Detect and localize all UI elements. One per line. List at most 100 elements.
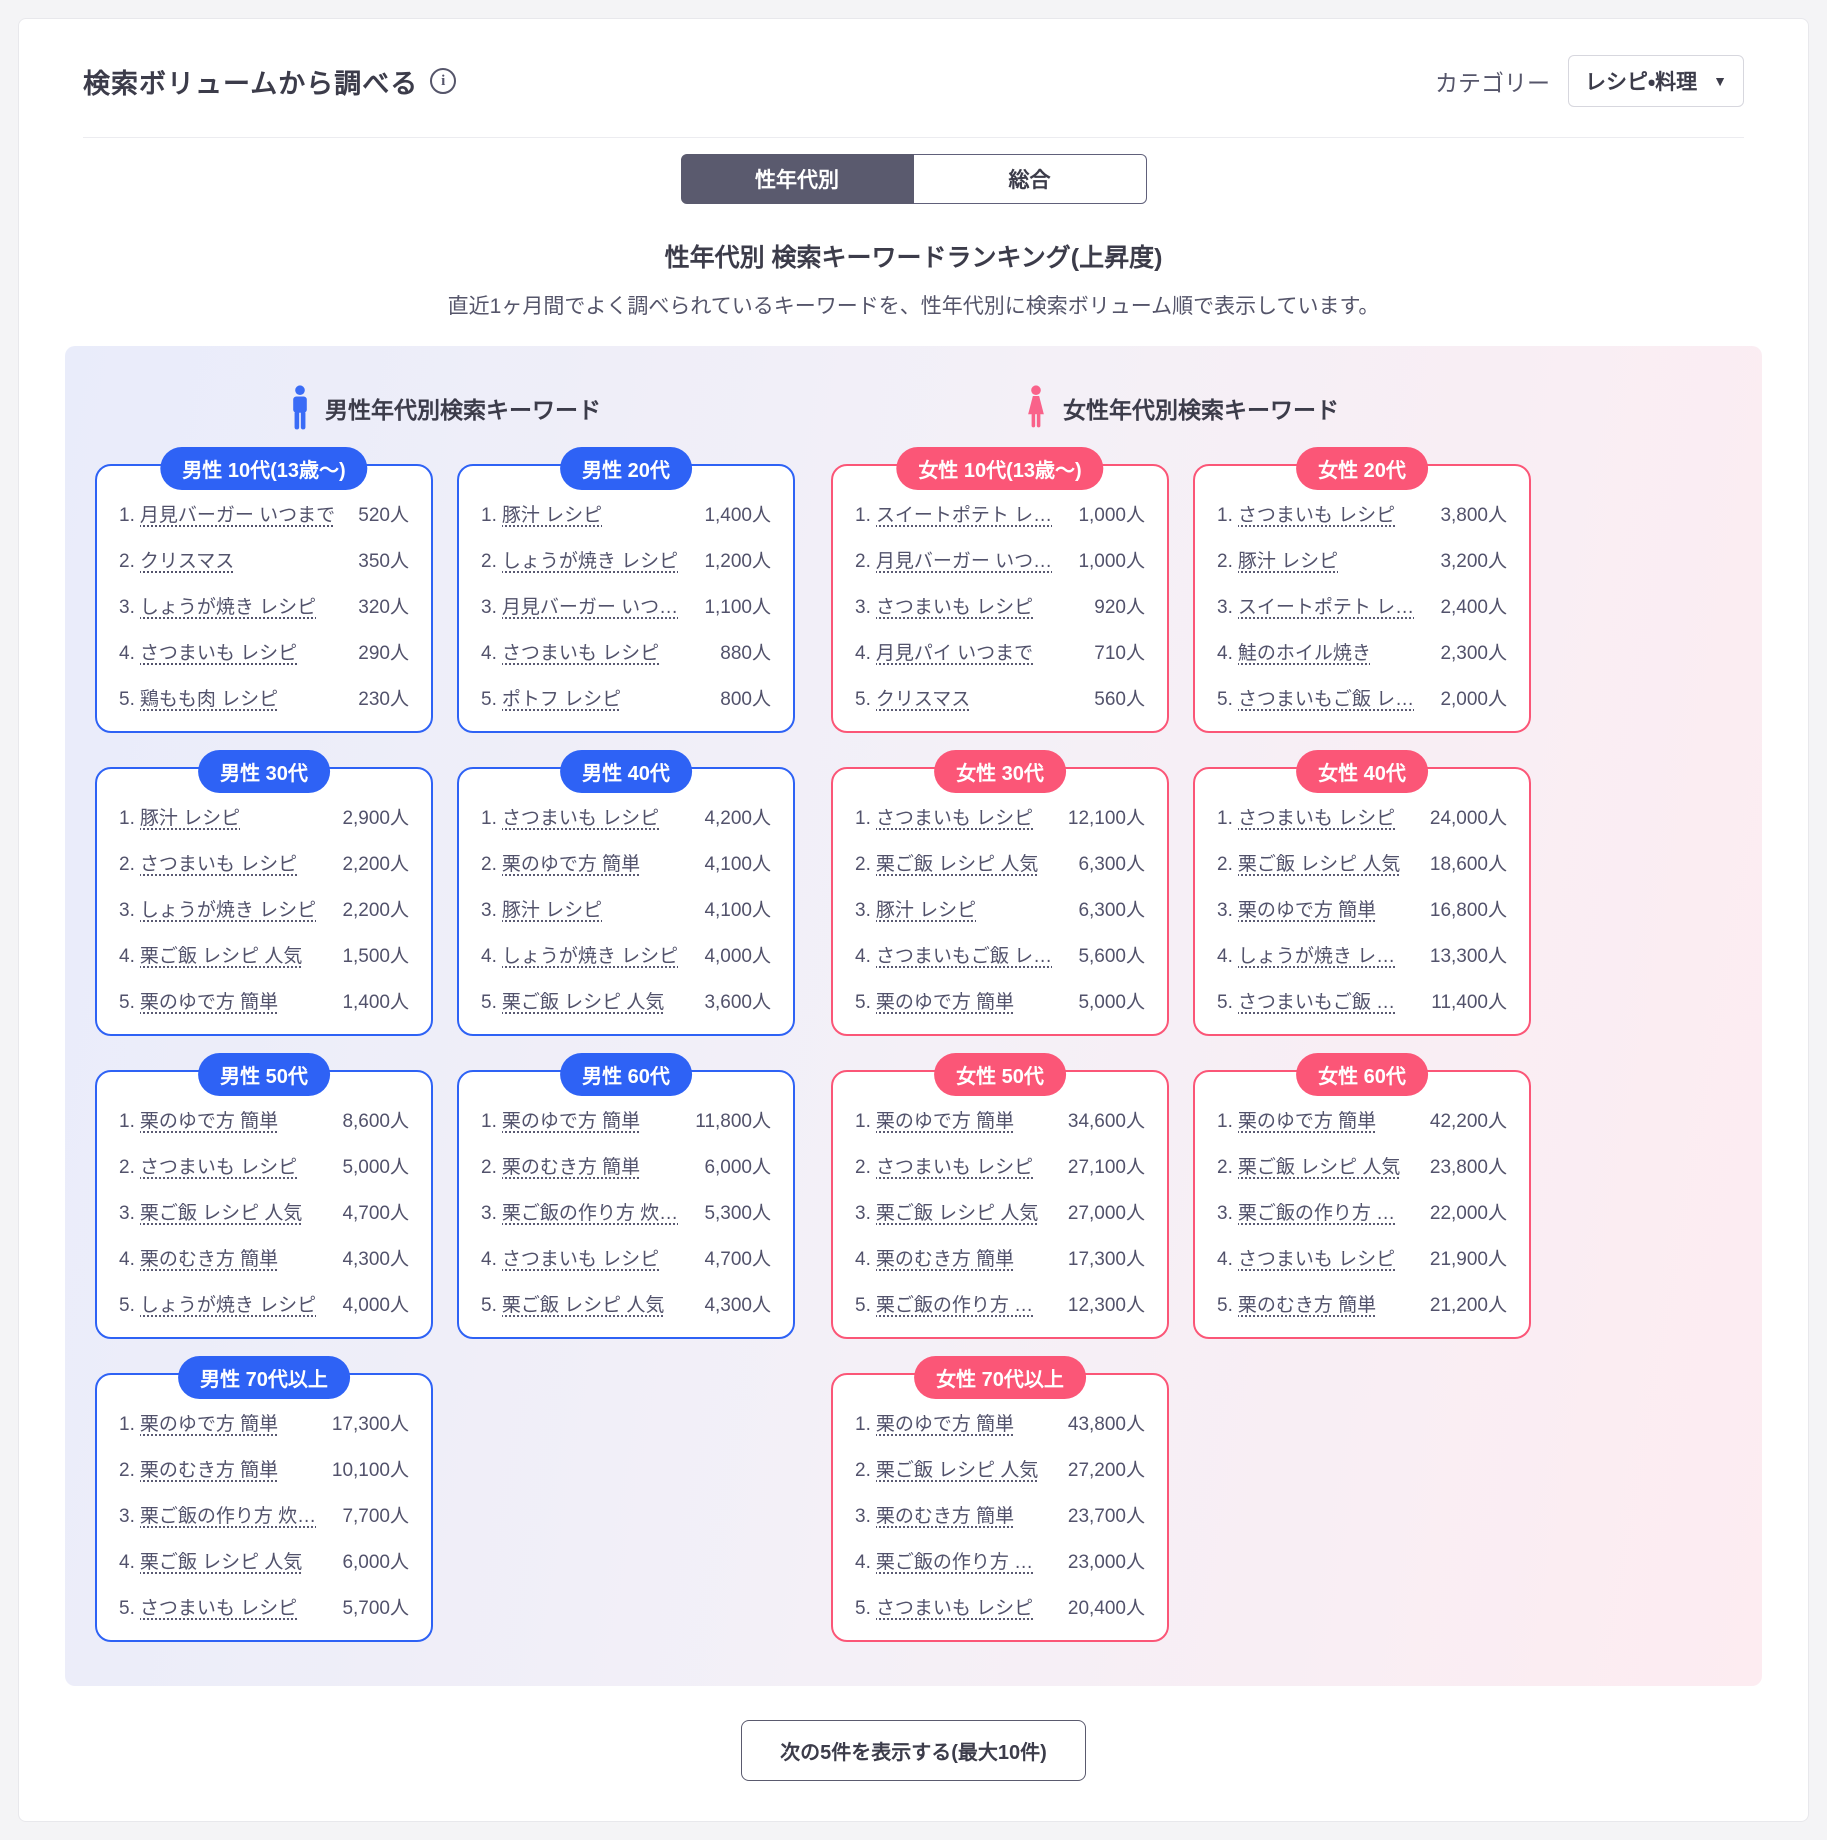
keyword-link[interactable]: 栗のゆで方 簡単 (139, 1111, 279, 1132)
keyword-link[interactable]: 豚汁 レシピ (501, 900, 603, 921)
keyword-link[interactable]: スイートポテト レ… (875, 505, 1053, 526)
age-group-badge: 男性 20代 (560, 447, 692, 490)
keyword-link[interactable]: 栗のむき方 簡単 (875, 1249, 1015, 1270)
keyword-link[interactable]: さつまいも レシピ (875, 808, 1034, 829)
keyword-link[interactable]: さつまいも レシピ (501, 1249, 660, 1270)
rank-number: 4. (855, 946, 871, 967)
keyword-link[interactable]: 栗のゆで方 簡単 (875, 1111, 1015, 1132)
rank-number: 3. (1217, 1203, 1233, 1224)
keyword-link[interactable]: 栗ご飯 レシピ 人気 (501, 1295, 665, 1316)
search-volume-value: 560人 (1094, 689, 1145, 710)
tab-by-gender-age[interactable]: 性年代別 (680, 154, 914, 204)
tab-overall[interactable]: 総合 (913, 154, 1147, 204)
keyword-link[interactable]: 栗のむき方 簡単 (139, 1460, 279, 1481)
keyword-link[interactable]: しょうが焼き レシピ (139, 1295, 317, 1316)
keyword-link[interactable]: 栗のゆで方 簡単 (1237, 900, 1377, 921)
keyword-link[interactable]: 栗ご飯 レシピ 人気 (875, 1203, 1039, 1224)
keyword-link[interactable]: 栗ご飯の作り方 … (875, 1552, 1034, 1573)
keyword-link[interactable]: しょうが焼き レシピ (501, 946, 679, 967)
search-volume-value: 34,600人 (1067, 1111, 1145, 1132)
keyword-link[interactable]: さつまいもご飯 … (1237, 992, 1396, 1013)
keyword-link[interactable]: 栗ご飯の作り方 … (875, 1295, 1034, 1316)
keyword-link[interactable]: 栗のゆで方 簡単 (875, 1414, 1015, 1435)
keyword-link[interactable]: さつまいも レシピ (875, 1157, 1034, 1178)
keyword-link[interactable]: 豚汁 レシピ (1237, 551, 1339, 572)
rank-number: 1. (481, 808, 497, 829)
keyword-link[interactable]: 栗のむき方 簡単 (1237, 1295, 1377, 1316)
keyword-link[interactable]: さつまいも レシピ (501, 808, 660, 829)
keyword-link[interactable]: 鶏もも肉 レシピ (139, 689, 279, 710)
keyword-link[interactable]: 栗のゆで方 簡単 (1237, 1111, 1377, 1132)
rank-number: 3. (119, 597, 135, 618)
keyword-link[interactable]: 豚汁 レシピ (875, 900, 977, 921)
keyword-link[interactable]: しょうが焼き レシピ (501, 551, 679, 572)
keyword-link[interactable]: 栗ご飯 レシピ 人気 (1237, 1157, 1401, 1178)
keyword-link[interactable]: 栗ご飯の作り方 炊… (501, 1203, 679, 1224)
category-control: カテゴリー レシピ・料理 ▼ (1435, 55, 1744, 107)
keyword-link[interactable]: さつまいもご飯 レ… (1237, 689, 1415, 710)
keyword-link[interactable]: クリスマス (875, 689, 971, 710)
search-volume-value: 21,900人 (1429, 1249, 1507, 1270)
keyword-link[interactable]: 栗のゆで方 簡単 (875, 992, 1015, 1013)
keyword-link[interactable]: 栗のむき方 簡単 (875, 1506, 1015, 1527)
search-volume-value: 520人 (358, 505, 409, 526)
keyword-link[interactable]: さつまいも レシピ (1237, 808, 1396, 829)
keyword-link[interactable]: 栗ご飯 レシピ 人気 (875, 1460, 1039, 1481)
keyword-link[interactable]: 栗のむき方 簡単 (139, 1249, 279, 1270)
age-group-badge: 女性 70代以上 (914, 1356, 1086, 1399)
rank-number: 5. (1217, 992, 1233, 1013)
age-group-badge: 女性 50代 (934, 1053, 1066, 1096)
keyword-link[interactable]: さつまいも レシピ (139, 1157, 298, 1178)
keyword-link[interactable]: さつまいも レシピ (139, 643, 298, 664)
keyword-link[interactable]: 栗のゆで方 簡単 (501, 854, 641, 875)
keyword-link[interactable]: 栗ご飯の作り方 炊… (139, 1506, 317, 1527)
keyword-link[interactable]: しょうが焼き レシピ (139, 597, 317, 618)
keyword-link[interactable]: 豚汁 レシピ (139, 808, 241, 829)
keyword-link[interactable]: さつまいも レシピ (139, 854, 298, 875)
rank-number: 2. (119, 1460, 135, 1481)
rank-number: 5. (119, 1598, 135, 1619)
ranking-row: 1.スイートポテト レ…1,000人 (855, 500, 1145, 527)
keyword-link[interactable]: 栗ご飯 レシピ 人気 (139, 946, 303, 967)
keyword-link[interactable]: ポトフ レシピ (501, 689, 622, 710)
info-icon[interactable]: i (430, 68, 457, 94)
category-select[interactable]: レシピ・料理 ▼ (1568, 55, 1744, 107)
keyword-link[interactable]: 栗ご飯 レシピ 人気 (1237, 854, 1401, 875)
keyword-link[interactable]: さつまいも レシピ (501, 643, 660, 664)
keyword-link[interactable]: さつまいも レシピ (1237, 505, 1396, 526)
keyword-link[interactable]: 月見パイ いつまで (875, 643, 1034, 664)
keyword-link[interactable]: 豚汁 レシピ (501, 505, 603, 526)
keyword-link[interactable]: 月見バーガー いつ… (875, 551, 1053, 572)
keyword-link[interactable]: しょうが焼き レシピ (139, 900, 317, 921)
show-more-button[interactable]: 次の5件を表示する(最大10件) (741, 1720, 1086, 1781)
keyword-link[interactable]: さつまいも レシピ (139, 1598, 298, 1619)
keyword-link[interactable]: 栗ご飯の作り方 … (1237, 1203, 1396, 1224)
keyword-link[interactable]: 栗のゆで方 簡単 (501, 1111, 641, 1132)
keyword-link[interactable]: 栗のむき方 簡単 (501, 1157, 641, 1178)
keyword-link[interactable]: 栗ご飯 レシピ 人気 (501, 992, 665, 1013)
keyword-link[interactable]: 栗ご飯 レシピ 人気 (875, 854, 1039, 875)
page-title: 検索ボリュームから調べる (83, 68, 419, 99)
keyword-link[interactable]: しょうが焼き レ… (1237, 946, 1396, 967)
keyword-link[interactable]: さつまいも レシピ (1237, 1249, 1396, 1270)
keyword-link[interactable]: さつまいも レシピ (875, 1598, 1034, 1619)
keyword-link[interactable]: クリスマス (139, 551, 235, 572)
keyword-link[interactable]: 鮭のホイル焼き (1237, 643, 1371, 664)
keyword-link[interactable]: 月見バーガー いつ… (501, 597, 679, 618)
search-volume-value: 4,700人 (704, 1249, 771, 1270)
keyword-link[interactable]: 栗ご飯 レシピ 人気 (139, 1203, 303, 1224)
keyword-link[interactable]: 栗のゆで方 簡単 (139, 1414, 279, 1435)
keyword-link[interactable]: 栗のゆで方 簡単 (139, 992, 279, 1013)
keyword-link[interactable]: さつまいもご飯 レ… (875, 946, 1053, 967)
keyword-link[interactable]: さつまいも レシピ (875, 597, 1034, 618)
keyword-link[interactable]: 月見バーガー いつまで (139, 505, 336, 526)
keyword-link[interactable]: スイートポテト レ… (1237, 597, 1415, 618)
keyword-link[interactable]: 栗ご飯 レシピ 人気 (139, 1552, 303, 1573)
